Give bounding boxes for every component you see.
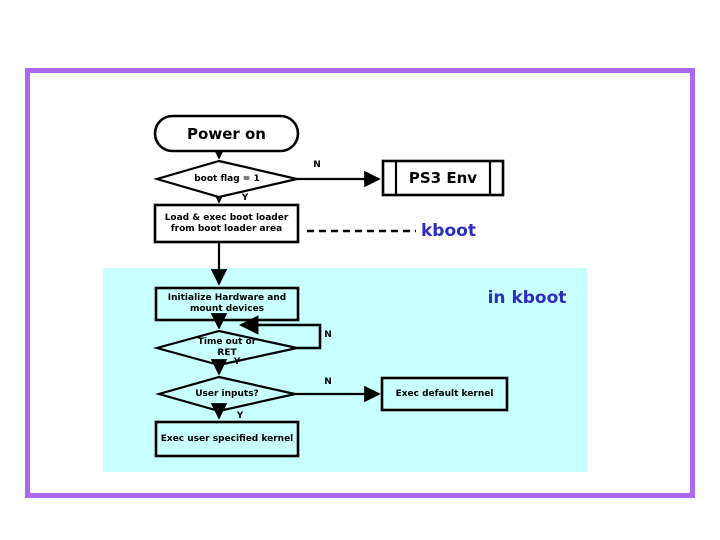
power-on-label: Power on xyxy=(187,124,266,143)
arrow-timeout-n-loop xyxy=(239,315,322,350)
branch-label-userinputs-n: N xyxy=(324,377,332,387)
user-inputs-label: User inputs? xyxy=(195,388,259,399)
branch-label-userinputs-y: Y xyxy=(236,411,244,421)
timeout-label-line2: RET xyxy=(217,348,237,358)
in-kboot-annotation: in kboot xyxy=(487,288,567,308)
timeout-label: Time out or RET xyxy=(157,332,297,364)
boot-flag-decision xyxy=(153,159,298,199)
ps3-env-label: PS3 Env xyxy=(408,169,478,187)
exec-user-label: Exec user specified kernel xyxy=(160,433,294,444)
timeout-decision xyxy=(152,329,298,367)
ps3-env-node xyxy=(381,159,505,197)
kboot-annotation: kboot xyxy=(421,221,476,241)
loader-process xyxy=(153,203,300,244)
init-hw-process xyxy=(154,286,300,322)
branch-label-timeout-y: Y xyxy=(233,357,241,367)
boot-flag-label: boot flag = 1 xyxy=(194,173,260,184)
init-hw-label-line2: mount devices xyxy=(189,304,265,314)
user-inputs-decision xyxy=(154,375,296,413)
branch-label-bootflag-n: N xyxy=(313,160,321,170)
init-hw-label: Initialize Hardware and mount devices xyxy=(156,288,298,320)
loader-label: Load & exec boot loader from boot loader… xyxy=(155,205,298,242)
branch-label-timeout-n: N xyxy=(324,330,332,340)
exec-default-label: Exec default kernel xyxy=(395,388,494,399)
branch-label-bootflag-y: Y xyxy=(241,193,249,203)
in-kboot-region xyxy=(103,268,587,472)
timeout-label-line1: Time out or xyxy=(197,337,257,347)
slide-border xyxy=(25,68,695,498)
loader-label-line2: from boot loader area xyxy=(170,223,283,234)
exec-default-process xyxy=(380,376,509,412)
power-on-node xyxy=(153,114,300,153)
init-hw-label-line1: Initialize Hardware and xyxy=(167,293,287,303)
exec-user-process xyxy=(154,420,300,458)
loader-label-line1: Load & exec boot loader xyxy=(164,212,289,223)
